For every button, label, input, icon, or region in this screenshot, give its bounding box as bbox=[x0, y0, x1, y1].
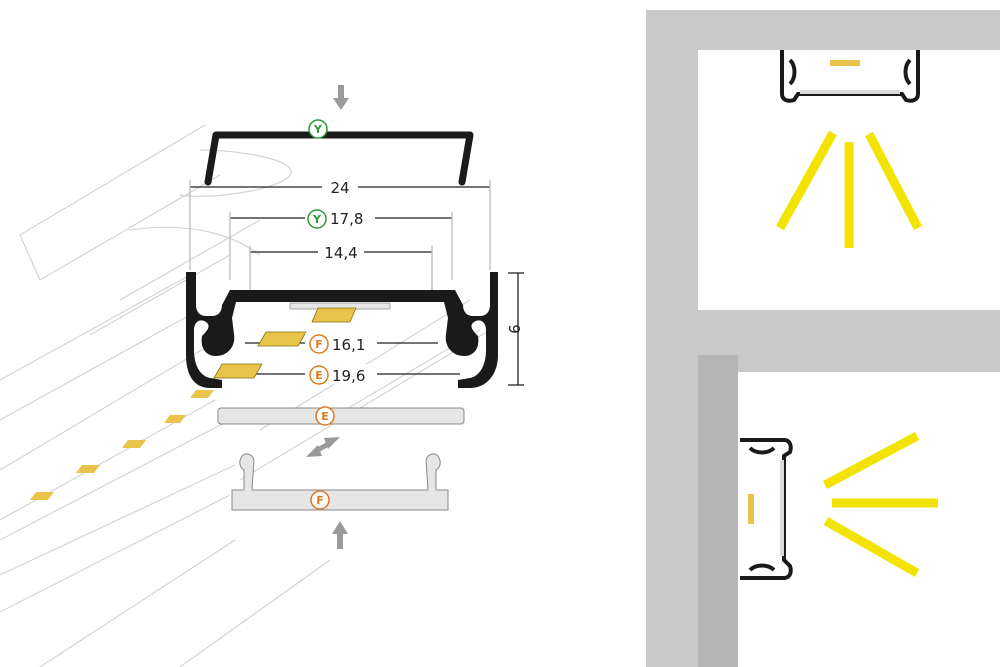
led-strip bbox=[30, 302, 391, 500]
dim-width-base: 14,4 bbox=[324, 244, 357, 262]
arrow-up-icon bbox=[332, 521, 348, 549]
exploded-view: Y 24 Y 17,8 14,4 9 bbox=[0, 85, 524, 667]
cover-y bbox=[204, 131, 474, 186]
double-arrow-icon bbox=[306, 437, 340, 457]
badge-e-diffuser: E bbox=[315, 406, 335, 426]
dim-width-inner: 17,8 bbox=[330, 210, 363, 228]
profile-section bbox=[186, 272, 498, 388]
svg-text:E: E bbox=[315, 369, 323, 382]
diffuser-e bbox=[217, 407, 465, 425]
dim-slot-e: 19,6 bbox=[332, 367, 365, 385]
light-ray-icon bbox=[776, 130, 922, 248]
light-ray-icon bbox=[822, 432, 938, 577]
badge-f-dim: F bbox=[309, 334, 329, 354]
svg-text:F: F bbox=[315, 338, 323, 351]
dim-height: 9 bbox=[505, 324, 523, 334]
badge-y-dim: Y bbox=[307, 209, 327, 229]
svg-text:Y: Y bbox=[312, 213, 322, 226]
svg-text:Y: Y bbox=[313, 123, 323, 136]
diffuser-f bbox=[231, 453, 449, 511]
badge-e-dim: E bbox=[309, 365, 329, 385]
svg-text:E: E bbox=[321, 410, 329, 423]
perspective-lines bbox=[0, 124, 491, 667]
dim-slot-f: 16,1 bbox=[332, 336, 365, 354]
badge-f-diffuser: F bbox=[310, 490, 330, 510]
wall-profile bbox=[740, 438, 793, 580]
ceiling-profile bbox=[780, 50, 920, 103]
dim-width-outer: 24 bbox=[330, 179, 349, 197]
arrow-down-icon bbox=[333, 85, 349, 110]
svg-text:F: F bbox=[316, 494, 324, 507]
mounting-examples bbox=[646, 10, 1000, 667]
badge-y-cover: Y bbox=[308, 119, 328, 139]
